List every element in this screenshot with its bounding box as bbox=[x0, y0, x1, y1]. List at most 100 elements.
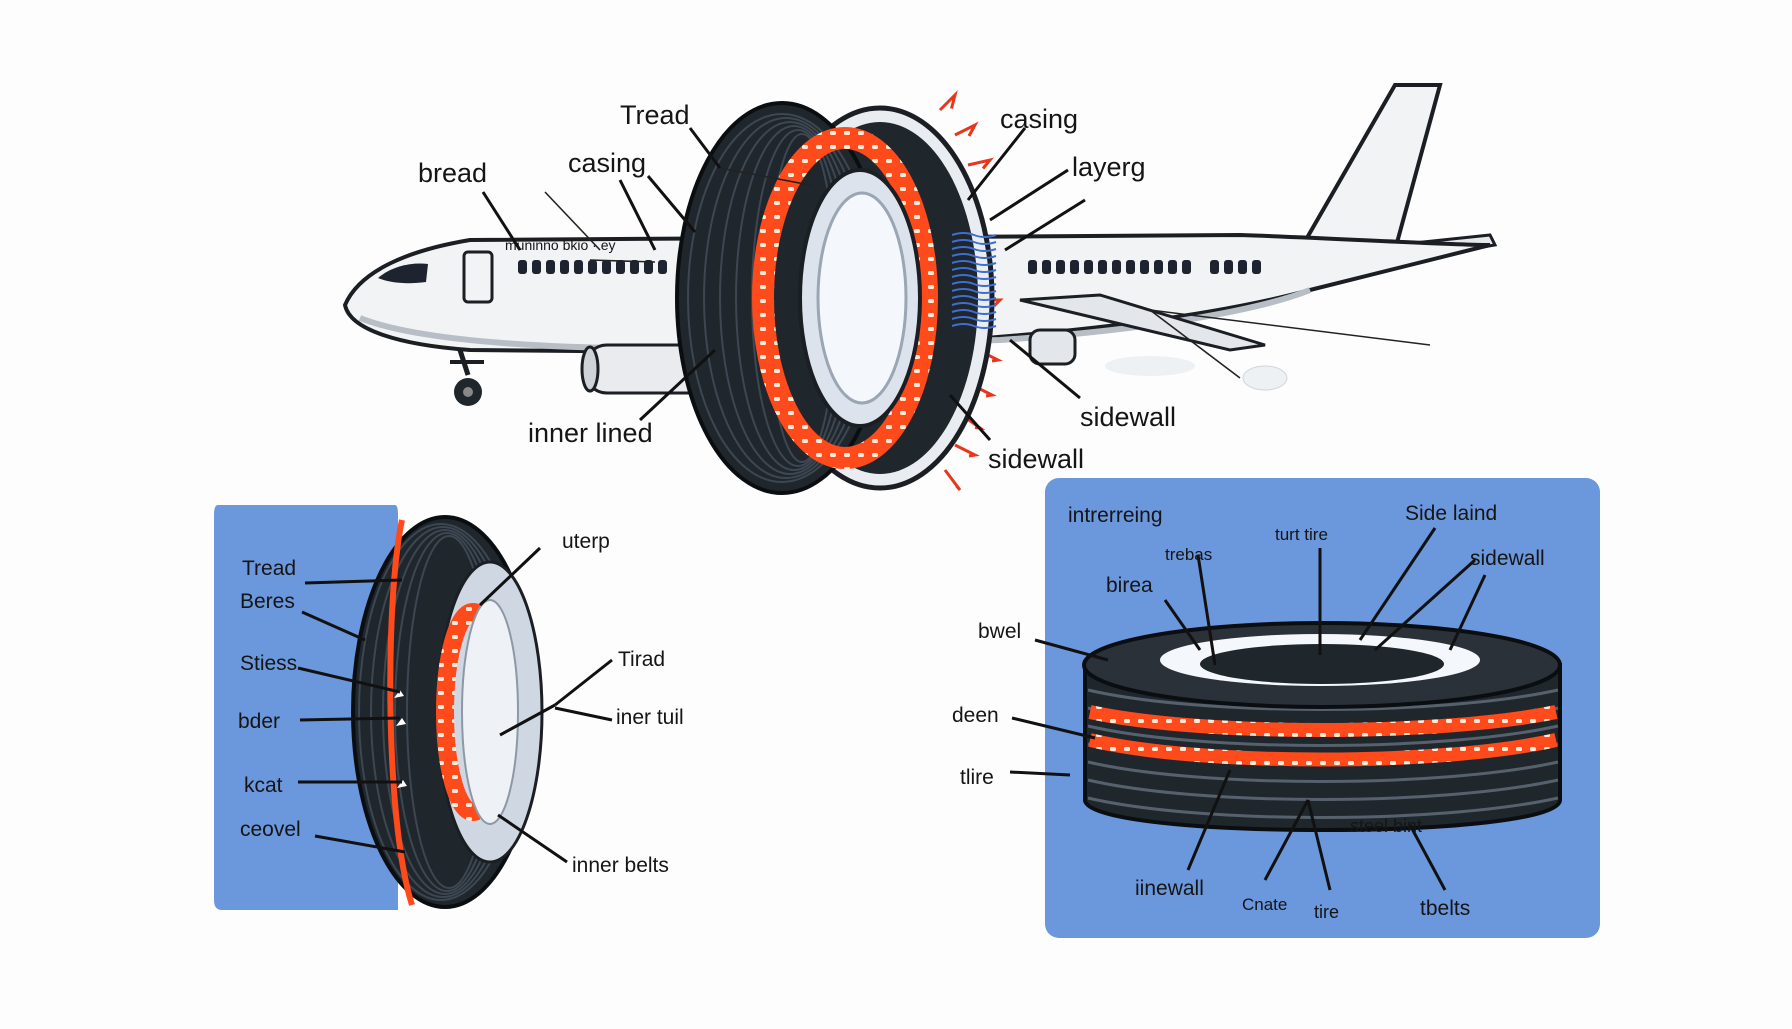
casing-fiber bbox=[951, 288, 997, 294]
label-tirad: Tirad bbox=[618, 648, 665, 671]
label-beres: Beres bbox=[240, 590, 295, 613]
stacked-tire-groove bbox=[1087, 688, 1559, 711]
casing-fiber bbox=[951, 274, 997, 280]
cabin-window bbox=[574, 260, 583, 274]
label-right-sidewall: sidewall bbox=[1470, 547, 1545, 570]
label-tbelts: tbelts bbox=[1420, 897, 1470, 920]
cabin-window bbox=[630, 260, 639, 274]
label-bwel: bwel bbox=[978, 620, 1021, 643]
casing-fiber bbox=[951, 295, 997, 301]
label-casing-left: casing bbox=[568, 148, 646, 178]
left-panel bbox=[214, 505, 544, 910]
fuselage-text: muninno bkio · ey bbox=[505, 237, 616, 253]
cabin-window bbox=[532, 260, 541, 274]
cabin-window bbox=[1112, 260, 1121, 274]
stacked-tire-groove bbox=[1087, 778, 1559, 801]
label-steel-bint: steel bint bbox=[1350, 816, 1422, 836]
cabin-window bbox=[546, 260, 555, 274]
heat-spike bbox=[938, 90, 958, 112]
casing-fiber bbox=[951, 309, 997, 315]
stacked-tire-groove bbox=[1087, 796, 1559, 819]
cabin-window bbox=[1210, 260, 1219, 274]
cabin-window bbox=[1154, 260, 1163, 274]
left-tire-grooves bbox=[358, 523, 524, 901]
cabin-window bbox=[1056, 260, 1065, 274]
casing-fiber bbox=[951, 253, 997, 259]
label-cnate: Cnate bbox=[1242, 895, 1287, 914]
cabin-window bbox=[602, 260, 611, 274]
cabin-window bbox=[1182, 260, 1191, 274]
casing-fibers bbox=[951, 232, 997, 329]
window-row-rear bbox=[1028, 260, 1261, 274]
heat-spike bbox=[954, 443, 980, 458]
casing-fiber bbox=[951, 281, 997, 287]
casing-fiber bbox=[951, 316, 997, 322]
label-sidewall-1: sidewall bbox=[1080, 402, 1176, 432]
label-inner-belts: inner belts bbox=[572, 854, 669, 877]
right-leaders bbox=[1009, 527, 1487, 891]
stacked-tire-groove bbox=[1087, 760, 1559, 783]
label-ceovel: ceovel bbox=[240, 818, 301, 841]
casing-fiber bbox=[951, 260, 997, 266]
cabin-window bbox=[1238, 260, 1247, 274]
heat-spike bbox=[943, 469, 962, 491]
casing-fiber bbox=[951, 267, 997, 273]
steel-belt-lower bbox=[1088, 733, 1558, 767]
casing-fiber bbox=[951, 246, 997, 252]
label-sidewall-2: sidewall bbox=[988, 444, 1084, 474]
label-stiess: Stiess bbox=[240, 652, 297, 675]
label-deen: deen bbox=[952, 704, 999, 727]
stacked-tire-groove bbox=[1087, 724, 1559, 747]
label-tire-left: tlire bbox=[960, 766, 994, 789]
cabin-window bbox=[1084, 260, 1093, 274]
left-leaders bbox=[297, 546, 613, 864]
cabin-window bbox=[1168, 260, 1177, 274]
top-leaders bbox=[481, 127, 1431, 441]
window-row-front bbox=[518, 260, 667, 274]
glowing-inner-layer bbox=[752, 127, 938, 469]
cabin-window bbox=[1224, 260, 1233, 274]
label-trebas: trebas bbox=[1165, 545, 1212, 564]
label-birea: birea bbox=[1106, 574, 1153, 597]
label-inner-lined: inner lined bbox=[528, 418, 653, 448]
label-tread-top: Tread bbox=[620, 100, 690, 130]
label-tire-bottom: tire bbox=[1314, 902, 1339, 922]
cabin-window bbox=[616, 260, 625, 274]
casing-fiber bbox=[951, 239, 997, 245]
cabin-window bbox=[1042, 260, 1051, 274]
right-panel bbox=[1045, 478, 1600, 938]
label-inner-tuil: iner tuil bbox=[616, 706, 684, 729]
landing-gear bbox=[450, 349, 484, 406]
label-layerg: layerg bbox=[1072, 152, 1146, 182]
cabin-window bbox=[1070, 260, 1079, 274]
label-intrerreing: intrerreing bbox=[1068, 504, 1163, 527]
cabin-window bbox=[1252, 260, 1261, 274]
heat-spike bbox=[967, 157, 994, 170]
label-kcat: kcat bbox=[244, 774, 283, 797]
tire-icon bbox=[675, 90, 1004, 495]
label-inewall: iinewall bbox=[1135, 877, 1204, 900]
label-turt-tire: turt tire bbox=[1275, 525, 1328, 544]
label-bread: bread bbox=[418, 158, 487, 188]
casing-fiber bbox=[951, 302, 997, 308]
cabin-window bbox=[1140, 260, 1149, 274]
cabin-window bbox=[1098, 260, 1107, 274]
cabin-window bbox=[644, 260, 653, 274]
label-bder: bder bbox=[238, 710, 280, 733]
label-casing-right: casing bbox=[1000, 104, 1078, 134]
cabin-window bbox=[588, 260, 597, 274]
cabin-window bbox=[1126, 260, 1135, 274]
label-left-tread: Tread bbox=[242, 557, 296, 580]
cabin-window bbox=[518, 260, 527, 274]
cabin-window bbox=[1028, 260, 1037, 274]
label-side-laind: Side laind bbox=[1405, 502, 1497, 525]
label-uterp: uterp bbox=[562, 530, 610, 553]
cabin-window bbox=[658, 260, 667, 274]
cabin-window bbox=[560, 260, 569, 274]
casing-fiber bbox=[951, 232, 997, 238]
heat-spike bbox=[954, 121, 979, 137]
casing-fiber bbox=[951, 323, 997, 329]
steel-belt-upper bbox=[1088, 705, 1558, 737]
